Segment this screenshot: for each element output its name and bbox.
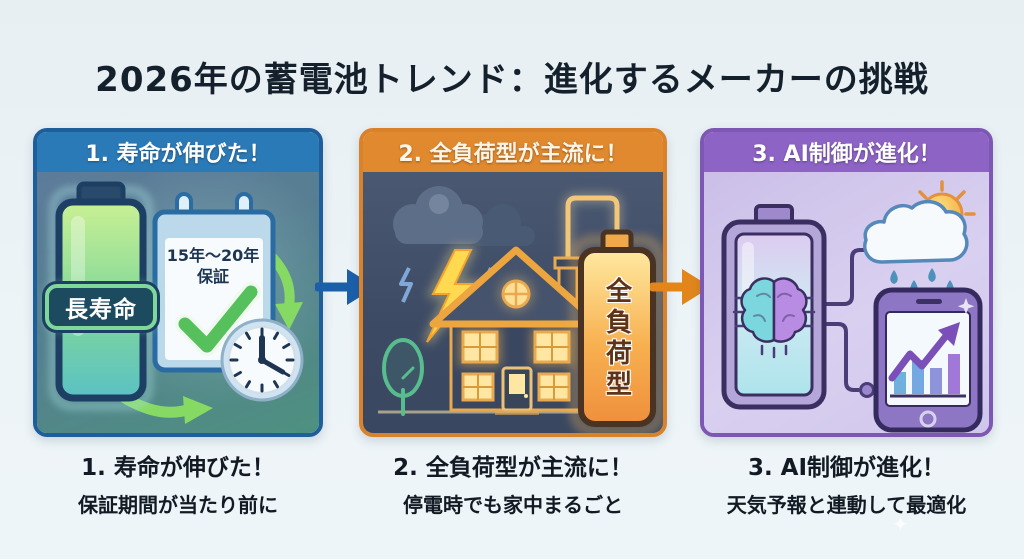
brain-icon: [740, 277, 808, 343]
step3-illustration: [704, 172, 989, 433]
clock-icon: [220, 318, 304, 402]
step3-scene: [721, 180, 983, 433]
ai-brain-battery-icon: [721, 204, 827, 410]
step2-scene: [378, 186, 663, 433]
tree-icon: [382, 338, 424, 416]
sparkle-icon: [957, 298, 975, 315]
step3-header: 3. AI制御が進化！: [704, 132, 989, 172]
glowing-windows: [459, 328, 573, 402]
step3-caption-subtitle: 天気予報と連動して最適化: [726, 493, 967, 517]
step2-header: 2. 全負荷型が主流に！: [363, 132, 663, 172]
battery-icon: [571, 229, 663, 433]
full-load-battery-label: 全負荷型: [601, 277, 632, 401]
bar-chart-icon: [890, 354, 966, 398]
sparkle-icon: ✦: [892, 512, 909, 536]
step1-caption: 1. 寿命が伸びた！ 保証期間が当たり前に: [33, 452, 323, 520]
smartphone-chart-icon: [873, 287, 983, 433]
sun-cloud-rain-icon: [863, 180, 976, 318]
connector-wire-icon: [825, 248, 880, 398]
step1-card: 1. 寿命が伸びた！: [33, 128, 323, 437]
step3-caption-title: 3. AI制御が進化！: [747, 455, 946, 481]
checkmark-icon: [175, 282, 261, 356]
right-arrow-icon: [650, 269, 711, 305]
step2-card: 2. 全負荷型が主流に！: [359, 128, 667, 437]
page-title: 2026年の蓄電池トレンド：進化するメーカーの挑戦: [95, 60, 929, 100]
warranty-years: 15年〜20年: [166, 246, 260, 265]
long-life-badge: 長寿命: [45, 284, 157, 330]
warranty-word: 保証: [196, 266, 229, 286]
step1-header: 1. 寿命が伸びた！: [37, 132, 319, 172]
house-icon: [429, 246, 603, 415]
door: [495, 366, 539, 415]
step2-caption: 2. 全負荷型が主流に！ 停電時でも家中まるごと: [359, 452, 667, 520]
step3-card: 3. AI制御が進化！: [700, 128, 993, 437]
step1-caption-title: 1. 寿命が伸びた！: [81, 455, 275, 481]
storm-cloud-icon: [393, 186, 535, 246]
step2-caption-title: 2. 全負荷型が主流に！: [393, 455, 633, 481]
warranty-label: 15年〜20年 保証: [161, 246, 265, 288]
trend-arrow-icon: [888, 322, 960, 382]
step1-illustration: 長寿命 15年〜20年 保証: [37, 172, 319, 433]
curved-arrow-icon: [119, 253, 303, 424]
step2-illustration: 全負荷型: [363, 172, 663, 433]
cloud-icon: [863, 199, 969, 264]
step1-caption-subtitle: 保証期間が当たり前に: [78, 493, 278, 517]
step2-caption-subtitle: 停電時でも家中まるごと: [403, 493, 623, 517]
step3-caption: 3. AI制御が進化！ 天気予報と連動して最適化: [700, 452, 993, 520]
